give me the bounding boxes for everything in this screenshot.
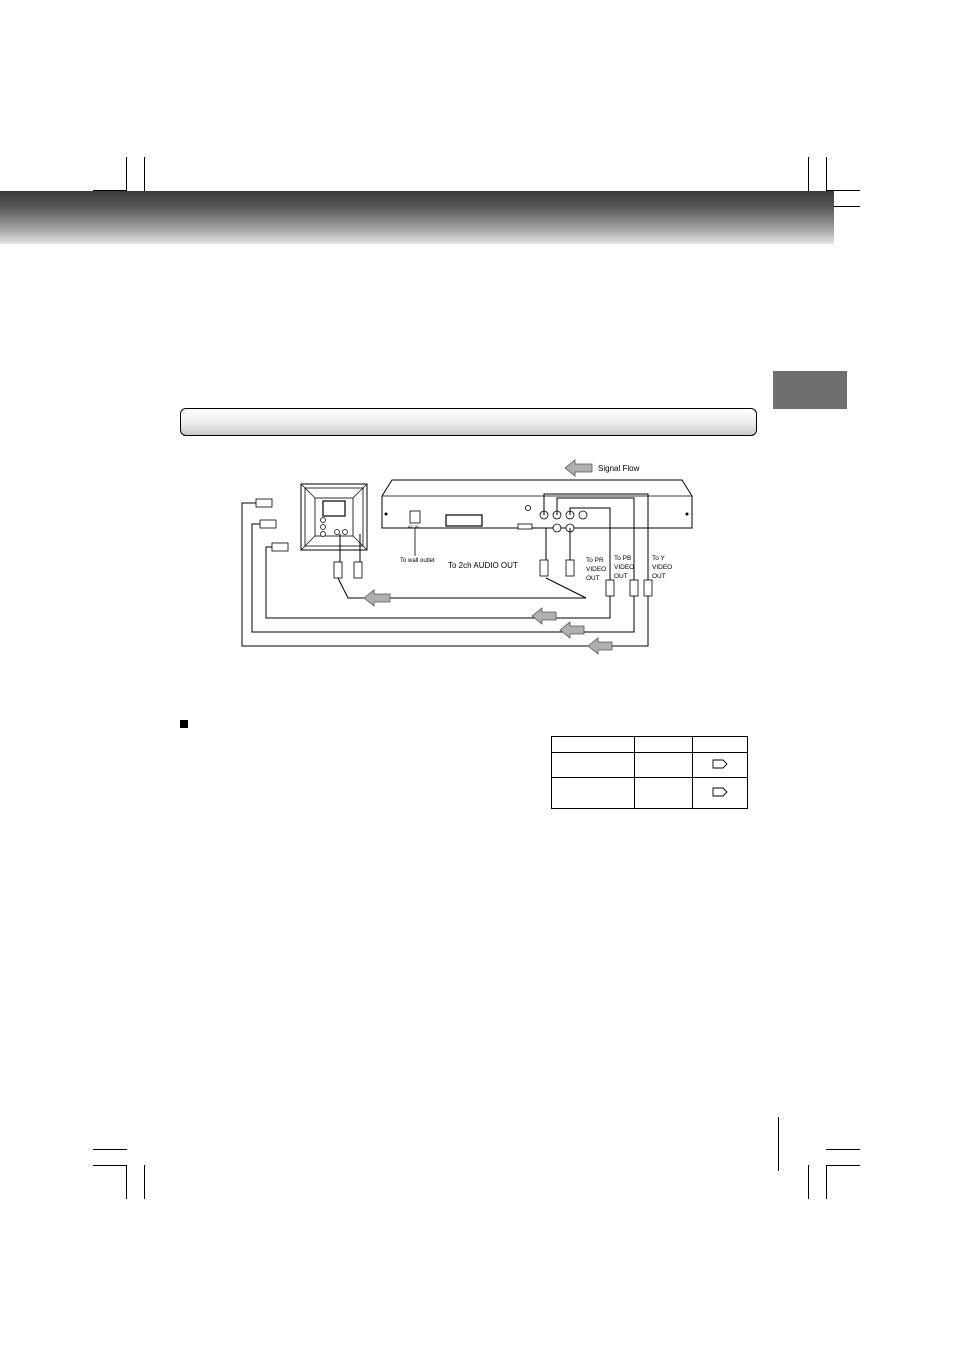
scart-connector — [445, 514, 483, 527]
wall-outlet-label: To wall outlet — [400, 558, 435, 564]
crop-mark — [144, 157, 145, 191]
legend-arrow-icon — [564, 459, 593, 477]
svg-text:OUT: OUT — [614, 573, 628, 580]
crop-mark — [826, 1165, 860, 1166]
y-jack-label: To Y VIDEO OUT — [652, 555, 672, 580]
svg-text:To PR: To PR — [586, 557, 604, 564]
spec-table — [551, 736, 748, 809]
pr-jack-label: To PR VIDEO OUT — [586, 557, 606, 582]
crop-mark — [826, 190, 860, 191]
ac-in-label: AC IN — [408, 524, 419, 529]
svg-text:VIDEO: VIDEO — [614, 564, 634, 571]
pb-jack-label: To PB VIDEO OUT — [614, 555, 634, 580]
crop-mark — [93, 190, 127, 191]
crop-mark — [808, 1165, 809, 1199]
crop-mark — [826, 1165, 827, 1199]
crop-mark — [826, 206, 860, 207]
signal-flow-legend: Signal Flow — [564, 459, 640, 477]
crop-mark — [126, 157, 127, 191]
svg-text:OUT: OUT — [652, 573, 666, 580]
flow-arrow-icon — [531, 607, 557, 625]
hdmi-connector — [517, 523, 533, 530]
legend-label: Signal Flow — [598, 464, 640, 473]
page-number-rule — [778, 1117, 779, 1171]
list-bullet — [180, 720, 188, 728]
svg-text:OUT: OUT — [586, 575, 600, 582]
cables — [241, 493, 649, 647]
flow-arrow-icon — [559, 621, 585, 639]
svg-text:To PB: To PB — [614, 555, 631, 562]
svg-text:VIDEO: VIDEO — [652, 564, 672, 571]
crop-mark — [826, 157, 827, 191]
ac-in-socket — [409, 510, 421, 524]
table-row — [551, 752, 748, 778]
arrow-outline-icon — [712, 759, 728, 769]
flow-arrow-icon — [363, 589, 391, 607]
chapter-tab — [773, 371, 847, 409]
svg-text:VIDEO: VIDEO — [586, 566, 606, 573]
crop-mark — [93, 1149, 127, 1150]
connection-diagram: Signal Flow AC IN To wall outlet T — [241, 459, 693, 655]
svg-text:To Y: To Y — [652, 555, 666, 562]
section-heading-bar — [180, 408, 757, 436]
coaxial-jack — [525, 505, 531, 511]
table-row — [551, 736, 748, 753]
crop-mark — [126, 1165, 127, 1199]
dvd-player-illustration: AC IN To wall outlet To 2ch AUDIO OUT — [381, 479, 693, 570]
flow-arrow-icon — [587, 637, 613, 655]
flow-arrows — [363, 589, 613, 655]
audio-out-label: To 2ch AUDIO OUT — [448, 561, 518, 570]
arrow-outline-icon — [712, 787, 728, 797]
crop-mark — [808, 157, 809, 191]
rca-plugs — [255, 498, 653, 597]
crop-mark — [93, 1165, 127, 1166]
tv-illustration — [300, 483, 368, 551]
table-row — [551, 777, 748, 809]
header-band — [0, 191, 834, 244]
crop-mark — [144, 1165, 145, 1199]
crop-mark — [826, 1149, 860, 1150]
